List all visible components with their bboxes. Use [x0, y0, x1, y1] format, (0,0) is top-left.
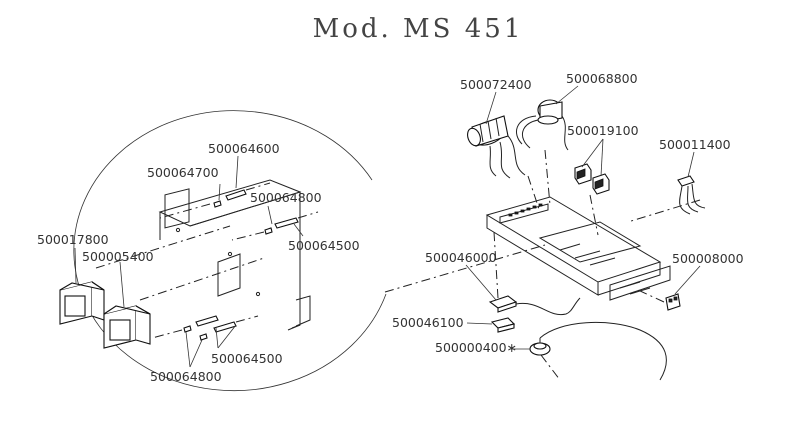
- label-500072400: 500072400: [460, 77, 532, 92]
- label-500019100: 500019100: [567, 123, 639, 138]
- connector-block: [665, 293, 681, 311]
- magnet-piece: [490, 317, 516, 333]
- label-500005400: 500005400: [82, 249, 154, 264]
- base-tray: [485, 196, 671, 301]
- sensor-bar: [488, 295, 581, 316]
- detail-pointer-line: [384, 244, 546, 293]
- label-500000400: 500000400∗: [435, 340, 517, 355]
- rocker-switch-1: [59, 281, 105, 325]
- label-500064800-bottom: 500064800: [150, 369, 222, 384]
- label-500068800: 500068800: [566, 71, 638, 86]
- label-500064600: 500064600: [208, 141, 280, 156]
- terminal-pins-bottom: [183, 315, 237, 341]
- label-500017800: 500017800: [37, 232, 109, 247]
- right-assembly-group: [465, 85, 706, 381]
- pump-component: [516, 99, 569, 151]
- motor-component: [467, 115, 526, 179]
- diagram-title: Mod. MS 451: [313, 14, 524, 44]
- label-500011400: 500011400: [659, 137, 731, 152]
- label-500064800-top: 500064800: [250, 190, 322, 205]
- detail-circle: [73, 110, 387, 392]
- relay-pair: [574, 163, 610, 195]
- label-500046000: 500046000: [425, 250, 497, 265]
- label-500064500-bottom: 500064500: [211, 351, 283, 366]
- pressure-switch: [529, 322, 667, 381]
- rocker-switch-2: [103, 305, 151, 349]
- label-500008000: 500008000: [672, 251, 744, 266]
- label-500046100: 500046100: [392, 315, 464, 330]
- left-detail-group: [59, 110, 546, 392]
- terminal-pins-top: [213, 189, 299, 235]
- label-500064500-top: 500064500: [288, 238, 360, 253]
- probe-component: [677, 175, 706, 215]
- label-500064700: 500064700: [147, 165, 219, 180]
